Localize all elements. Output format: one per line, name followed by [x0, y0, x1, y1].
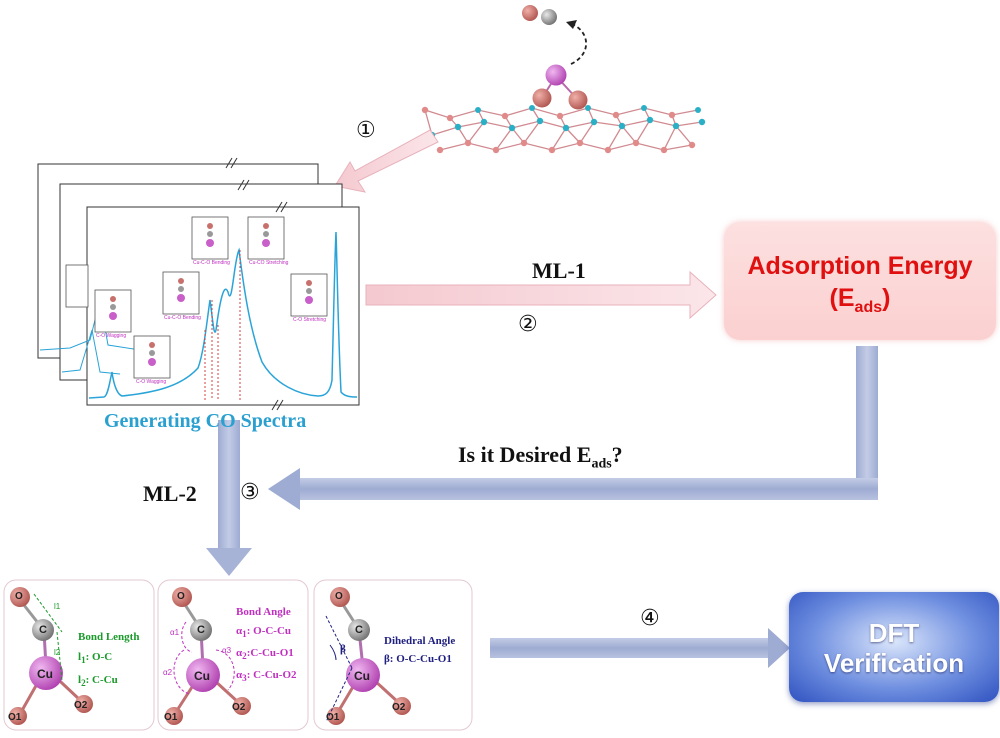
ml1-label: ML-1: [532, 258, 586, 283]
l1-symbol: l: [78, 651, 82, 663]
question-prefix: Is it Desired E: [458, 442, 592, 467]
a1-text: : O-C-Cu: [246, 625, 292, 637]
dft-line1: DFT: [868, 618, 920, 648]
bond-angle-legend: Bond Angle α1: O-C-Cu α2:C-Cu-O1 α3: C-C…: [236, 603, 297, 689]
bond-length-l2: l2: C-Cu: [78, 670, 139, 693]
atom-o: O: [177, 591, 185, 602]
dihedral-line: β: O-C-Cu-O1: [384, 653, 452, 665]
adsorption-energy-box: [724, 222, 996, 340]
a3-symbol: α: [236, 669, 243, 682]
eads-sub: ads: [854, 299, 883, 316]
inset-label: Cu-C-O Bending: [164, 315, 201, 321]
a2-sub: 2: [242, 651, 247, 662]
bond-angle-a3: α3: C-Cu-O2: [236, 666, 297, 688]
a2-symbol: α: [236, 647, 243, 660]
atom-o2: O2: [74, 700, 88, 711]
atom-o1: O1: [164, 712, 178, 723]
atom-c: C: [355, 624, 363, 636]
adsorption-line1: Adsorption Energy: [747, 252, 973, 280]
eads-prefix: (E: [829, 284, 855, 312]
cu-surface-icon: [421, 5, 706, 154]
bond-angle-panel: [157, 579, 309, 731]
step2-icon: ②: [518, 312, 538, 337]
bond-length-legend: Bond Length l1: O-C l2: C-Cu: [78, 627, 139, 693]
a1-symbol: α: [236, 625, 243, 637]
atom-o1: O1: [8, 712, 22, 723]
step4-arrow: [490, 628, 790, 668]
l2-sub: 2: [81, 678, 86, 689]
bond-angle-a2: α2:C-Cu-O1: [236, 644, 297, 666]
ml1-arrow: [365, 270, 717, 320]
inset-label: C-O Wagging: [96, 333, 127, 339]
dft-text: DFT Verification: [789, 618, 999, 678]
alpha2-mark: α2: [163, 668, 173, 677]
spectra-title: Generating CO Spectra: [104, 410, 307, 432]
inset-label: Cu-C-O Bending: [193, 260, 230, 266]
inset-label: Cu-CO Stretching: [249, 260, 289, 266]
dihedral-legend: Dihedral Angle β: O-C-Cu-O1: [384, 632, 455, 668]
dft-verification-box: [789, 592, 999, 702]
atom-c: C: [39, 624, 47, 636]
step1-icon: ①: [356, 118, 376, 143]
dft-line2: Verification: [823, 648, 965, 678]
l2-mark: l2: [54, 648, 61, 657]
alpha1-mark: α1: [170, 628, 180, 637]
atom-o: O: [335, 591, 343, 602]
atom-o2: O2: [392, 702, 406, 713]
ml2-label: ML-2: [143, 481, 197, 506]
adsorption-text: Adsorption Energy (Eads): [724, 250, 996, 324]
atom-cu: Cu: [194, 669, 210, 683]
atom-o2: O2: [232, 702, 246, 713]
atom-cu: Cu: [354, 669, 370, 683]
bond-angle-title: Bond Angle: [236, 606, 291, 618]
l1-text: : O-C: [85, 651, 113, 663]
adsorption-line2: (Eads): [724, 282, 996, 324]
dihedral-title: Dihedral Angle: [384, 635, 456, 647]
atom-o: O: [15, 591, 23, 602]
co-spectrum-line: [88, 231, 358, 399]
a3-sub: 3: [242, 673, 247, 684]
atom-cu: Cu: [37, 667, 53, 681]
bond-length-title: Bond Length: [78, 631, 140, 643]
atom-o1: O1: [326, 712, 340, 723]
ml2-arrow: [206, 420, 252, 576]
l1-mark: l1: [54, 602, 61, 611]
bond-angle-a1: α1: O-C-Cu: [236, 622, 297, 644]
inset-label: C-O Stretching: [293, 317, 327, 323]
step4-icon: ④: [640, 606, 660, 631]
a3-text: : C-Cu-O2: [246, 669, 297, 682]
bond-length-panel: [3, 579, 155, 731]
dihedral-panel: [313, 579, 473, 731]
desired-eads-question: Is it Desired Eads?: [458, 442, 623, 472]
question-sub: ads: [591, 456, 612, 472]
step3-icon: ③: [240, 480, 260, 505]
l2-text: : C-Cu: [85, 674, 118, 687]
feedback-arrow: [268, 346, 878, 510]
atom-c: C: [197, 624, 205, 636]
l1-sub: 1: [81, 655, 86, 666]
beta-mark: β: [340, 643, 346, 655]
eads-suffix: ): [882, 284, 891, 312]
inset-label: C-O Wagging: [136, 379, 167, 385]
co-molecule-icon: [109, 223, 313, 366]
spectra-panels: [37, 157, 360, 411]
question-suffix: ?: [611, 442, 623, 467]
l2-symbol: l: [78, 674, 82, 687]
step1-arrow: [334, 129, 439, 193]
a1-sub: 1: [242, 629, 247, 640]
a2-text: :C-Cu-O1: [246, 647, 294, 660]
alpha3-mark: α3: [222, 646, 232, 655]
bond-length-l1: l1: O-C: [78, 647, 139, 670]
